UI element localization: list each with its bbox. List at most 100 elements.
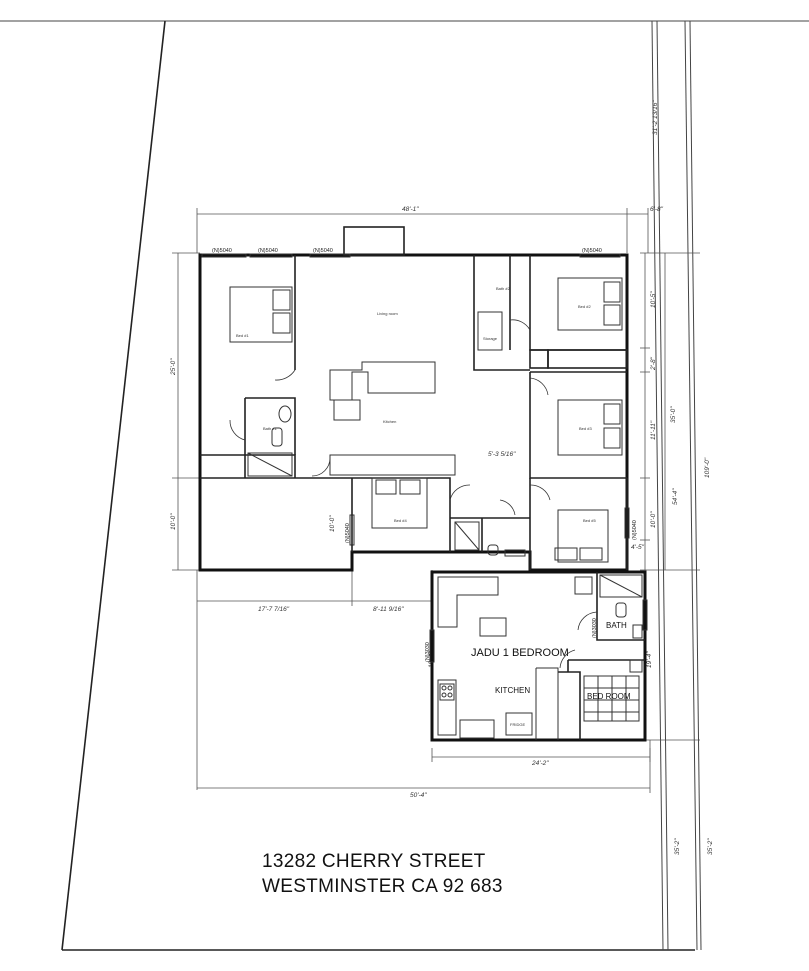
jadu-bedroom-label: BED ROOM bbox=[587, 692, 631, 701]
jadu-stove bbox=[439, 683, 455, 701]
bath3-sink bbox=[504, 549, 526, 557]
jadu-burner-c bbox=[441, 692, 447, 698]
jadu-window-right bbox=[642, 599, 648, 631]
dim-hall-width: 2'-8" bbox=[650, 356, 657, 371]
dimension-bottom: 24'-2" 50'-4" bbox=[197, 740, 651, 799]
window-3 bbox=[309, 253, 351, 258]
hall-closet-b bbox=[547, 349, 628, 369]
jadu-window-left bbox=[429, 629, 435, 663]
window-label-6: (N)5040 bbox=[345, 523, 351, 543]
dim-right-total: 109'-0" bbox=[704, 457, 711, 478]
property-line-right-c bbox=[684, 20, 698, 951]
dim-hall-inner: 5'-3 5/16" bbox=[488, 451, 516, 458]
dimension-setback: 17'-7 7/16" 8'-11 9/16" bbox=[197, 570, 433, 613]
bed5-door bbox=[529, 484, 551, 501]
jadu-burner-a bbox=[441, 685, 447, 691]
dim-right-bottom-a: 35'-2" bbox=[674, 838, 681, 855]
bed2-pillow-b bbox=[603, 304, 621, 326]
jadu-fridge bbox=[505, 712, 533, 736]
bed2-pillow-a bbox=[603, 281, 621, 303]
bath1-label: Bath #1 bbox=[263, 426, 278, 431]
jadu-toilet bbox=[615, 602, 627, 618]
dim-bed2-width: 10'-5" bbox=[650, 291, 657, 308]
bed1-door bbox=[274, 369, 296, 381]
jadu-burner-b bbox=[447, 685, 453, 691]
bath3-toilet bbox=[487, 544, 499, 556]
bath3-shower-diag bbox=[454, 521, 480, 551]
dim-gap-width: 4'-5" bbox=[631, 544, 645, 551]
bed4-label: Bed #4 bbox=[394, 518, 407, 523]
jadu-kitchen-counter bbox=[437, 679, 457, 736]
bed5-pillow-b bbox=[554, 547, 578, 561]
dim-top-right: 6'-8" bbox=[650, 206, 664, 213]
bed4-bed bbox=[371, 477, 428, 529]
bath3-door bbox=[499, 499, 516, 516]
dim-top-width: 48'-1" bbox=[402, 206, 419, 213]
bed5-label: Bed #5 bbox=[583, 518, 596, 523]
jadu-bedroom-door bbox=[559, 649, 576, 669]
bed2-label: Bed #2 bbox=[578, 304, 591, 309]
property-line-right-d bbox=[689, 20, 702, 951]
bed5-bed bbox=[557, 509, 609, 563]
property-line-right-a bbox=[651, 20, 664, 951]
property-line-left bbox=[61, 20, 166, 951]
bed1-walls bbox=[200, 255, 296, 478]
bed1-pillow-b bbox=[272, 312, 291, 334]
jadu-outline bbox=[430, 570, 647, 742]
dim-jadu-width: 24'-2" bbox=[531, 760, 549, 767]
kitchen-counter-bottom bbox=[329, 454, 456, 476]
kitchen-counter bbox=[333, 399, 361, 421]
bed4-pillow-a bbox=[375, 479, 397, 495]
bed5-pillow-a bbox=[579, 547, 603, 561]
kitchen-main-label: Kitchen bbox=[383, 419, 396, 424]
window-label-1: (N)5040 bbox=[212, 248, 232, 254]
bath1-toilet bbox=[271, 427, 283, 447]
jadu-bath-walls bbox=[596, 572, 645, 641]
address-line-2: WESTMINSTER CA 92 683 bbox=[262, 876, 503, 897]
jadu-bath-label: BATH bbox=[606, 621, 627, 630]
bath3-shower bbox=[454, 521, 480, 551]
bed3-door bbox=[529, 377, 549, 396]
dim-setback-b: 8'-11 9/16" bbox=[373, 606, 404, 613]
dim-right-top: 31'-2 13/16" bbox=[652, 100, 659, 135]
dim-house-depth: 35'-0" bbox=[670, 406, 677, 423]
window-2 bbox=[249, 253, 293, 258]
jadu-unit: (N)3030 (N)3030 BATH BED ROOM bbox=[425, 570, 648, 742]
bed3-pillow-b bbox=[603, 427, 621, 449]
jadu-fridge-label: FRIDGE bbox=[510, 722, 525, 727]
hall-closet-a bbox=[529, 349, 549, 369]
bath1-sink bbox=[278, 405, 292, 423]
bed3-pillow-a bbox=[603, 403, 621, 425]
property-line-right-b bbox=[656, 20, 669, 951]
window-label-3: (N)5040 bbox=[313, 248, 333, 254]
dim-bed5-width: 10'-0" bbox=[650, 511, 657, 528]
jadu-closet bbox=[535, 667, 559, 740]
jadu-title-label: JADU 1 BEDROOM bbox=[471, 647, 569, 659]
bed1-pillow-a bbox=[272, 289, 291, 311]
bed1-label: Bed #1 bbox=[236, 333, 249, 338]
bath1-shower-diag bbox=[247, 452, 293, 477]
jadu-table bbox=[479, 617, 507, 637]
kitchen-door bbox=[311, 457, 331, 477]
bath1-door bbox=[229, 419, 246, 441]
entry-bump bbox=[343, 226, 405, 256]
storage-walls bbox=[473, 255, 530, 371]
dim-overall-width: 50'-4" bbox=[410, 792, 427, 799]
window-label-2: (N)5040 bbox=[258, 248, 278, 254]
window-1 bbox=[201, 253, 247, 258]
dim-left-upper: 25'-0" bbox=[170, 358, 177, 376]
jadu-burner-d bbox=[447, 692, 453, 698]
living-label: Living room bbox=[377, 311, 398, 316]
jadu-sink bbox=[632, 624, 643, 639]
bed4-pillow-b bbox=[399, 479, 421, 495]
jadu-window-label-left: (N)3030 bbox=[425, 642, 431, 662]
jadu-shower bbox=[599, 574, 643, 598]
window-4 bbox=[579, 253, 621, 258]
bath1-walls bbox=[244, 397, 296, 478]
jadu-nightstand bbox=[629, 659, 643, 673]
dim-bed4-side: 10'-0" bbox=[329, 515, 336, 532]
window-label-4: (N)5040 bbox=[582, 248, 602, 254]
dim-right-bottom-b: 35'-2" bbox=[707, 838, 714, 855]
storage-closet bbox=[477, 311, 503, 351]
bed2-door bbox=[509, 319, 531, 331]
